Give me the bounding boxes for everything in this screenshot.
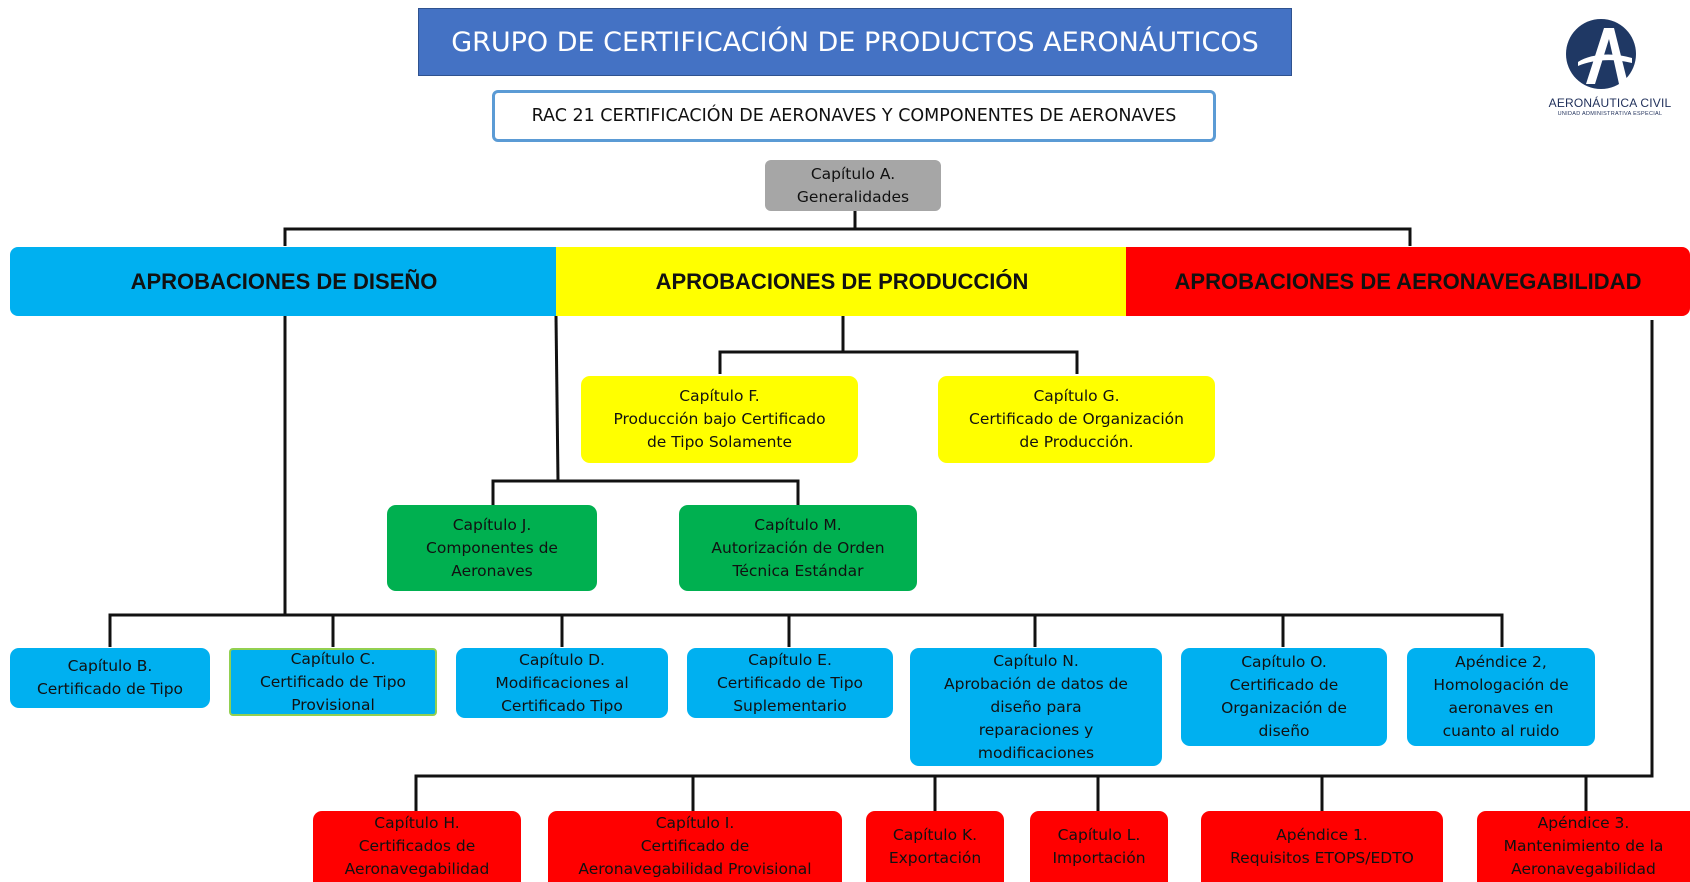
node-chapter-f-line-1: Capítulo F. (679, 387, 760, 405)
node-chapter-a: Capítulo A. Generalidades (765, 160, 941, 211)
band-production-label: APROBACIONES DE PRODUCCIÓN (655, 269, 1029, 294)
node-chapter-f: Capítulo F. Producción bajo Certificado … (581, 376, 858, 463)
node-appendix-3-line-1: Apéndice 3. (1537, 814, 1630, 832)
node-chapter-l-line-2: Importación (1052, 848, 1146, 867)
node-chapter-h-line-2: Certificados de (358, 837, 476, 855)
node-appendix-1-line-1: Apéndice 1. (1276, 825, 1368, 844)
node-chapter-o-line-1: Capítulo O. (1241, 653, 1327, 671)
band-design-label: APROBACIONES DE DISEÑO (130, 269, 438, 294)
band-production-approvals: APROBACIONES DE PRODUCCIÓN (556, 247, 1128, 316)
node-chapter-m-line-3: Técnica Estándar (732, 561, 864, 580)
node-chapter-m: Capítulo M. Autorización de Orden Técnic… (679, 505, 917, 591)
node-chapter-b: Capítulo B. Certificado de Tipo (10, 648, 210, 708)
node-chapter-i: Capítulo I. Certificado de Aeronavegabil… (548, 811, 842, 882)
node-chapter-l: Capítulo L. Importación (1030, 811, 1168, 882)
node-chapter-g: Capítulo G. Certificado de Organización … (938, 376, 1215, 463)
node-chapter-b-line-2: Certificado de Tipo (36, 680, 184, 698)
node-chapter-j-line-3: Aeronaves (451, 561, 533, 580)
node-chapter-o-line-4: diseño (1258, 722, 1310, 740)
node-chapter-k-line-1: Capítulo K. (892, 825, 978, 844)
node-chapter-n-line-5: modificaciones (977, 743, 1095, 762)
node-chapter-d-line-3: Certificado Tipo (501, 696, 623, 715)
node-chapter-k-line-2: Exportación (888, 848, 982, 867)
node-chapter-e-line-3: Suplementario (733, 696, 847, 715)
node-chapter-b-line-1: Capítulo B. (67, 657, 153, 675)
node-chapter-l-line-1: Capítulo L. (1057, 825, 1141, 844)
node-chapter-f-line-2: Producción bajo Certificado (613, 410, 826, 428)
node-chapter-j-line-1: Capítulo J. (452, 515, 532, 534)
node-chapter-n: Capítulo N. Aprobación de datos de diseñ… (910, 648, 1162, 766)
node-chapter-g-line-1: Capítulo G. (1033, 387, 1120, 405)
band-design-approvals: APROBACIONES DE DISEÑO (10, 247, 558, 316)
node-chapter-m-line-1: Capítulo M. (754, 515, 842, 534)
node-appendix-3-line-2: Mantenimiento de la (1503, 837, 1664, 855)
band-airworthiness-label: APROBACIONES DE AERONAVEGABILIDAD (1174, 269, 1642, 294)
page-title: GRUPO DE CERTIFICACIÓN DE PRODUCTOS AERO… (418, 8, 1292, 76)
node-chapter-n-line-4: reparaciones y (978, 720, 1094, 739)
node-chapter-m-line-2: Autorización de Orden (711, 538, 885, 557)
node-chapter-h: Capítulo H. Certificados de Aeronavegabi… (313, 811, 521, 882)
node-chapter-e-line-1: Capítulo E. (748, 650, 832, 669)
node-chapter-n-line-3: diseño para (990, 697, 1082, 716)
node-chapter-j-line-2: Componentes de (426, 538, 558, 557)
connector-design-shared-trunk (554, 315, 560, 482)
node-chapter-g-line-3: de Producción. (1019, 433, 1134, 451)
node-chapter-i-line-3: Aeronavegabilidad Provisional (578, 860, 812, 878)
node-appendix-2-line-2: Homologación de (1433, 676, 1569, 694)
node-appendix-3: Apéndice 3. Mantenimiento de la Aeronave… (1477, 811, 1690, 882)
node-chapter-k: Capítulo K. Exportación (866, 811, 1004, 882)
node-chapter-i-line-2: Certificado de (640, 837, 750, 855)
node-appendix-2-line-1: Apéndice 2, (1455, 653, 1547, 671)
node-chapter-c-line-2: Certificado de Tipo (259, 672, 407, 691)
node-chapter-o-line-2: Certificado de (1229, 676, 1339, 694)
node-chapter-i-line-1: Capítulo I. (655, 814, 735, 832)
node-chapter-a-line-1: Capítulo A. (810, 164, 896, 183)
node-appendix-2-line-3: aeronaves en (1448, 699, 1554, 717)
connector-design-bus (108, 613, 1504, 647)
node-appendix-1: Apéndice 1. Requisitos ETOPS/EDTO (1201, 811, 1443, 882)
node-chapter-d-line-1: Capítulo D. (519, 650, 605, 669)
node-appendix-3-line-3: Aeronavegabilidad (1511, 860, 1656, 878)
band-airworthiness-approvals: APROBACIONES DE AERONAVEGABILIDAD (1126, 247, 1690, 316)
node-appendix-1-line-2: Requisitos ETOPS/EDTO (1230, 848, 1414, 867)
node-chapter-c: Capítulo C. Certificado de Tipo Provisio… (229, 648, 437, 716)
node-chapter-f-line-3: de Tipo Solamente (646, 433, 793, 451)
node-appendix-2: Apéndice 2, Homologación de aeronaves en… (1407, 648, 1595, 746)
node-appendix-2-line-4: cuanto al ruido (1442, 722, 1560, 740)
aeronautica-civil-logo-icon (1566, 19, 1636, 89)
node-chapter-d-line-2: Modificaciones al (495, 673, 629, 692)
node-chapter-a-line-2: Generalidades (796, 187, 910, 206)
node-chapter-j: Capítulo J. Componentes de Aeronaves (387, 505, 597, 591)
connector-airworthiness-bus (414, 320, 1654, 812)
node-chapter-c-line-1: Capítulo C. (290, 649, 376, 668)
node-chapter-n-line-1: Capítulo N. (993, 651, 1079, 670)
connector-bands-bus (283, 227, 1412, 246)
node-chapter-e-line-2: Certificado de Tipo (716, 673, 864, 692)
node-chapter-e: Capítulo E. Certificado de Tipo Suplemen… (687, 648, 893, 718)
regulation-title: RAC 21 CERTIFICACIÓN DE AERONAVES Y COMP… (492, 90, 1216, 142)
node-chapter-o-line-3: Organización de (1221, 699, 1347, 717)
node-chapter-d: Capítulo D. Modificaciones al Certificad… (456, 648, 668, 718)
node-chapter-g-line-2: Certificado de Organización (969, 410, 1184, 428)
logo-subtitle: UNIDAD ADMINISTRATIVA ESPECIAL (1557, 111, 1663, 117)
logo-name: AERONÁUTICA CIVIL (1548, 96, 1672, 110)
node-chapter-n-line-2: Aprobación de datos de (944, 674, 1128, 693)
node-chapter-h-line-3: Aeronavegabilidad (344, 860, 490, 878)
node-chapter-h-line-1: Capítulo H. (374, 814, 460, 832)
connector-production-bus (718, 350, 1079, 374)
connector-shared-bus (491, 479, 800, 506)
node-chapter-o: Capítulo O. Certificado de Organización … (1181, 648, 1387, 746)
node-chapter-c-line-3: Provisional (291, 695, 375, 714)
